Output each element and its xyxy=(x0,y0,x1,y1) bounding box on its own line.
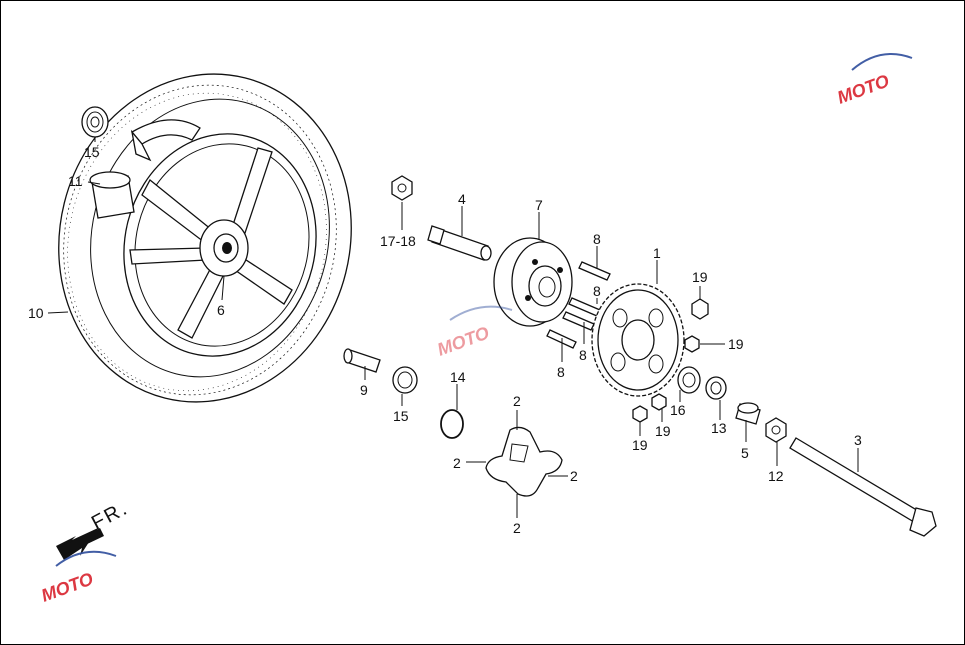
callout-2c: 2 xyxy=(570,468,578,484)
callout-5: 5 xyxy=(741,445,749,461)
callout-19b: 19 xyxy=(728,336,744,352)
leader-lines xyxy=(47,138,859,518)
callout-7: 7 xyxy=(535,197,543,213)
callout-10: 10 xyxy=(28,305,44,321)
callout-15b: 15 xyxy=(393,408,409,424)
callout-14: 14 xyxy=(450,369,466,385)
collar-sleeve xyxy=(427,225,492,261)
nut-19-c xyxy=(632,405,648,423)
stud-upper xyxy=(578,261,611,281)
oil-seal xyxy=(705,376,727,400)
stud-mid-2 xyxy=(562,311,595,331)
wheel-rim xyxy=(123,133,317,357)
rear-axle xyxy=(789,437,937,537)
front-label: FR. xyxy=(88,497,132,534)
bearing-sprocket xyxy=(677,366,701,394)
watermark-text-bottom: MOTO xyxy=(39,569,96,606)
damper-rubbers xyxy=(485,426,563,497)
watermark-text-top: MOTO xyxy=(835,71,892,108)
callout-4: 4 xyxy=(458,191,466,207)
hub-flange xyxy=(493,237,573,327)
watermark-bottom-left: MOTO xyxy=(39,550,117,606)
axle-nut xyxy=(765,417,787,443)
nut-19-d xyxy=(651,393,667,411)
o-ring xyxy=(440,409,464,439)
bearing-upper xyxy=(81,106,109,138)
side-collar xyxy=(735,402,761,425)
front-direction-arrow: FR. xyxy=(56,497,132,560)
callout-13: 13 xyxy=(711,420,727,436)
callout-8a: 8 xyxy=(593,231,601,247)
callout-8d: 8 xyxy=(557,364,565,380)
callout-9: 9 xyxy=(360,382,368,398)
bearing-lower xyxy=(392,366,418,394)
watermark-center: MOTO xyxy=(435,305,513,360)
nut-17-18 xyxy=(391,175,413,201)
callout-19d: 19 xyxy=(655,423,671,439)
callout-2a: 2 xyxy=(513,393,521,409)
callout-3: 3 xyxy=(854,432,862,448)
callout-6: 6 xyxy=(217,302,225,318)
callout-2d: 2 xyxy=(513,520,521,536)
callout-1: 1 xyxy=(653,245,661,261)
callout-labels: 15 11 10 6 17-18 4 7 8 8 8 8 1 19 19 19 … xyxy=(28,144,862,536)
callout-15a: 15 xyxy=(84,144,100,160)
callout-8b: 8 xyxy=(593,283,601,299)
wheel-collar xyxy=(89,171,135,219)
stud-mid-1 xyxy=(568,297,601,317)
callout-19a: 19 xyxy=(692,269,708,285)
nut-19-b xyxy=(684,335,700,353)
callout-8c: 8 xyxy=(579,347,587,363)
callout-12: 12 xyxy=(768,468,784,484)
drive-sprocket xyxy=(591,283,685,397)
watermark-top-right: MOTO xyxy=(835,53,913,108)
watermark-text-center: MOTO xyxy=(435,323,492,360)
spacer xyxy=(343,348,381,373)
callout-17-18: 17-18 xyxy=(380,233,416,249)
callout-16: 16 xyxy=(670,402,686,418)
tire-section xyxy=(130,119,201,162)
nut-19-a xyxy=(691,298,709,320)
callout-19c: 19 xyxy=(632,437,648,453)
callout-2b: 2 xyxy=(453,455,461,471)
callout-11: 11 xyxy=(68,173,83,189)
